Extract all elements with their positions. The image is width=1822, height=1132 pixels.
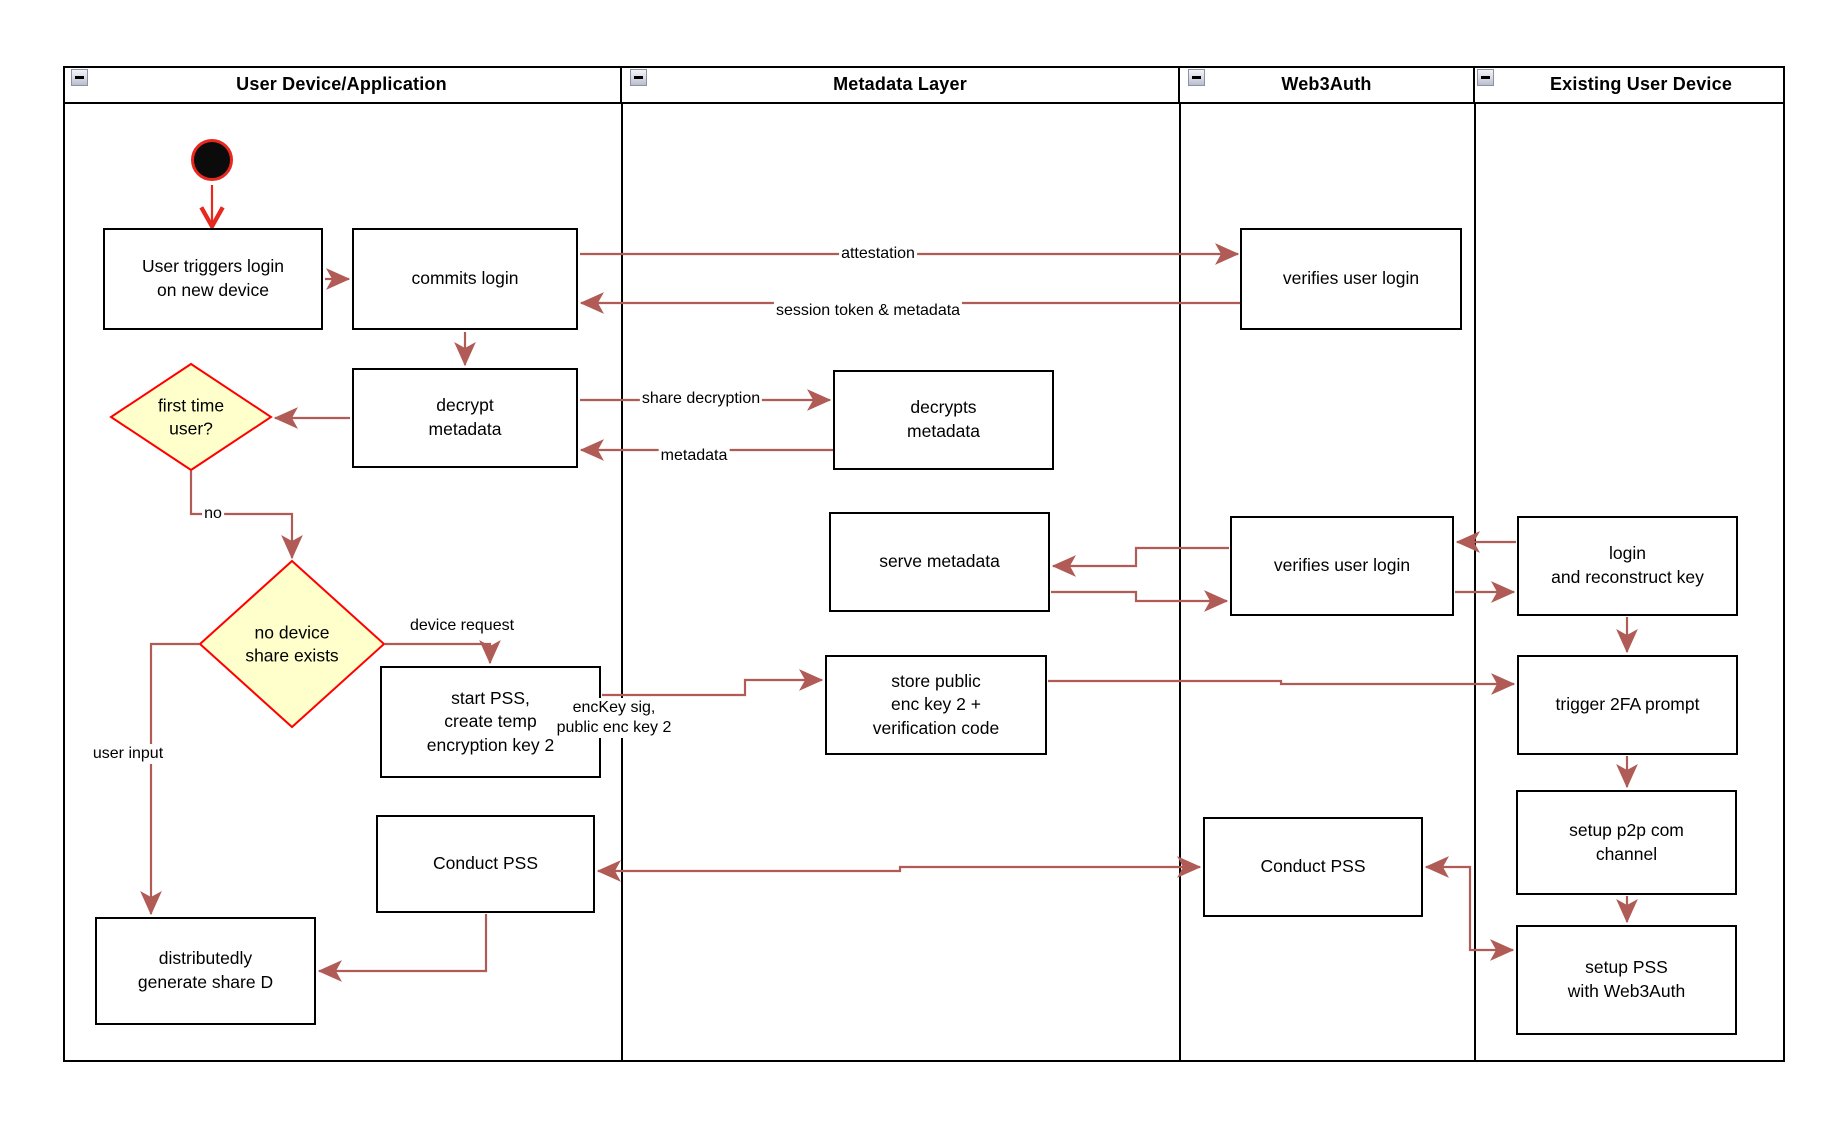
node-label: decrypt metadata — [428, 395, 502, 439]
node-label: decrypts metadata — [907, 397, 980, 441]
edge-store-to-trigger2fa — [1048, 673, 1516, 695]
node-serve-metadata: serve metadata — [829, 512, 1050, 612]
node-conduct-pss-user-device: Conduct PSS — [376, 815, 595, 913]
node-label: Conduct PSS — [1260, 856, 1366, 877]
edge-conduct-to-distributedly — [317, 914, 488, 982]
node-label: setup p2p com channel — [1569, 819, 1684, 864]
decision-first-time-user-label: first time user? — [157, 395, 225, 438]
minus-icon — [1481, 76, 1490, 79]
node-label: start PSS, create temp encryption key 2 — [426, 687, 555, 755]
node-verifies-user-login-1: verifies user login — [1240, 228, 1462, 330]
node-verifies-user-login-2: verifies user login — [1230, 516, 1454, 616]
node-setup-pss-web3auth: setup PSS with Web3Auth — [1516, 925, 1737, 1035]
edge-conduct-pss-link — [596, 856, 1202, 882]
node-label: verifies user login — [1282, 268, 1420, 289]
edge-setup-pss-conduct-link — [1424, 856, 1515, 961]
node-label: store public enc key 2 + verification co… — [872, 670, 1000, 738]
edge-enckey-sig — [602, 669, 824, 697]
lane-header-existing-device: Existing User Device — [1475, 66, 1785, 104]
node-label: distributedly generate share D — [137, 948, 274, 992]
minus-icon — [634, 76, 643, 79]
node-user-triggers-login: User triggers login on new device — [103, 228, 323, 330]
decision-first-time-user-shape — [109, 362, 273, 472]
diagram-frame — [63, 66, 1785, 1062]
node-label: login and reconstruct key — [1551, 543, 1704, 587]
node-commits-login: commits login — [352, 228, 578, 330]
edge-label-metadata: metadata — [658, 446, 730, 466]
edge-label-user-input: user input — [90, 744, 166, 764]
node-login-reconstruct-key: login and reconstruct key — [1517, 516, 1738, 616]
node-setup-p2p-channel: setup p2p com channel — [1516, 790, 1737, 895]
edge-label-device-request: device request — [409, 617, 515, 634]
collapse-lane-icon[interactable] — [71, 69, 88, 86]
node-label: User triggers login on new device — [142, 256, 284, 300]
start-node — [191, 139, 233, 181]
collapse-lane-icon[interactable] — [1188, 69, 1205, 86]
node-label: trigger 2FA prompt — [1555, 694, 1700, 715]
edge-serve-to-verifies2 — [1051, 590, 1229, 612]
lane-header-web3auth: Web3Auth — [1180, 66, 1475, 104]
edge-verifies2-to-serve — [1051, 546, 1229, 577]
minus-icon — [1192, 76, 1201, 79]
lane-title: Metadata Layer — [833, 73, 967, 94]
decision-no-device-share-shape — [198, 559, 386, 729]
collapse-lane-icon[interactable] — [1477, 69, 1494, 86]
node-decrypt-metadata: decrypt metadata — [352, 368, 578, 468]
lane-header-metadata-layer: Metadata Layer — [622, 66, 1180, 104]
node-decrypts-metadata: decrypts metadata — [833, 370, 1054, 470]
decision-no-device-share-label: no device share exists — [245, 622, 339, 665]
node-label: commits login — [411, 268, 519, 289]
node-store-public-enc-key: store public enc key 2 + verification co… — [825, 655, 1047, 755]
lane-header-user-device: User Device/Application — [63, 66, 622, 104]
collapse-lane-icon[interactable] — [630, 69, 647, 86]
edge-label-enckey-sig: encKey sig, public enc key 2 — [554, 698, 674, 738]
node-label: serve metadata — [879, 551, 1000, 572]
edge-label-attestation: attestation — [839, 244, 917, 264]
edge-label-no: no — [202, 504, 224, 524]
edge-device-request — [385, 640, 501, 665]
edge-no-branch — [189, 471, 303, 560]
lane-title: User Device/Application — [236, 73, 447, 94]
lane-title: Existing User Device — [1549, 73, 1733, 94]
node-label: verifies user login — [1273, 555, 1411, 576]
node-trigger-2fa-prompt: trigger 2FA prompt — [1517, 655, 1738, 755]
node-label: Conduct PSS — [432, 853, 539, 874]
lane-title: Web3Auth — [1281, 73, 1372, 94]
node-label: setup PSS with Web3Auth — [1567, 957, 1686, 1001]
lane-header-row: User Device/Application Metadata Layer W… — [63, 66, 1785, 104]
node-distributedly-generate-share: distributedly generate share D — [95, 917, 316, 1025]
edge-label-share-decryption: share decryption — [639, 389, 763, 409]
minus-icon — [75, 76, 84, 79]
edge-label-session-token: session token & metadata — [773, 301, 963, 321]
edge-user-input — [140, 642, 199, 916]
node-conduct-pss-web3auth: Conduct PSS — [1203, 817, 1423, 917]
